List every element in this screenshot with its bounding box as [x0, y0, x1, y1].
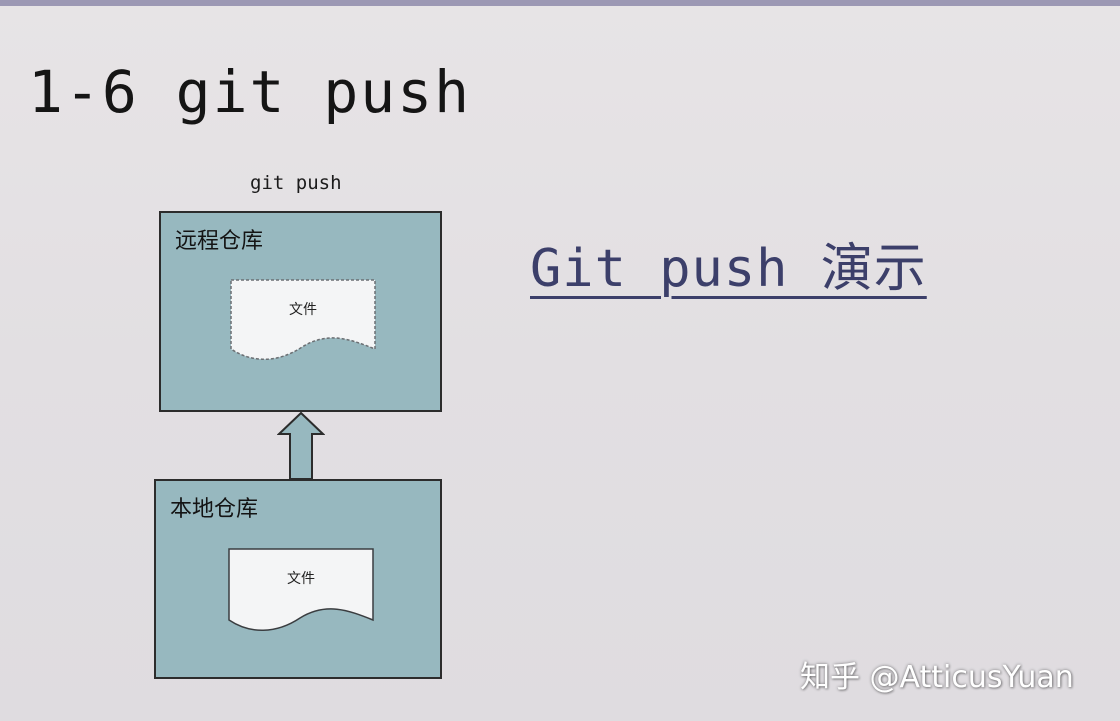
- zhihu-watermark: 知乎 @AtticusYuan: [800, 660, 1074, 695]
- local-file-document: 文件: [228, 548, 374, 636]
- remote-repository-box: 远程仓库 文件: [159, 211, 442, 412]
- push-up-arrow-icon: [276, 411, 326, 480]
- local-repository-box: 本地仓库 文件: [154, 479, 442, 679]
- local-document-icon: [228, 548, 374, 631]
- remote-file-label: 文件: [289, 302, 317, 318]
- top-accent-strip: [0, 0, 1120, 6]
- remote-document-icon: [230, 279, 376, 360]
- git-push-demo-link[interactable]: Git push 演示: [530, 239, 927, 299]
- git-push-command-label: git push: [250, 172, 342, 194]
- local-file-label: 文件: [287, 571, 315, 587]
- remote-file-document: 文件: [230, 279, 376, 367]
- slide-title: 1-6 git push: [28, 58, 472, 126]
- local-repository-label: 本地仓库: [170, 497, 259, 522]
- remote-repository-label: 远程仓库: [175, 229, 264, 254]
